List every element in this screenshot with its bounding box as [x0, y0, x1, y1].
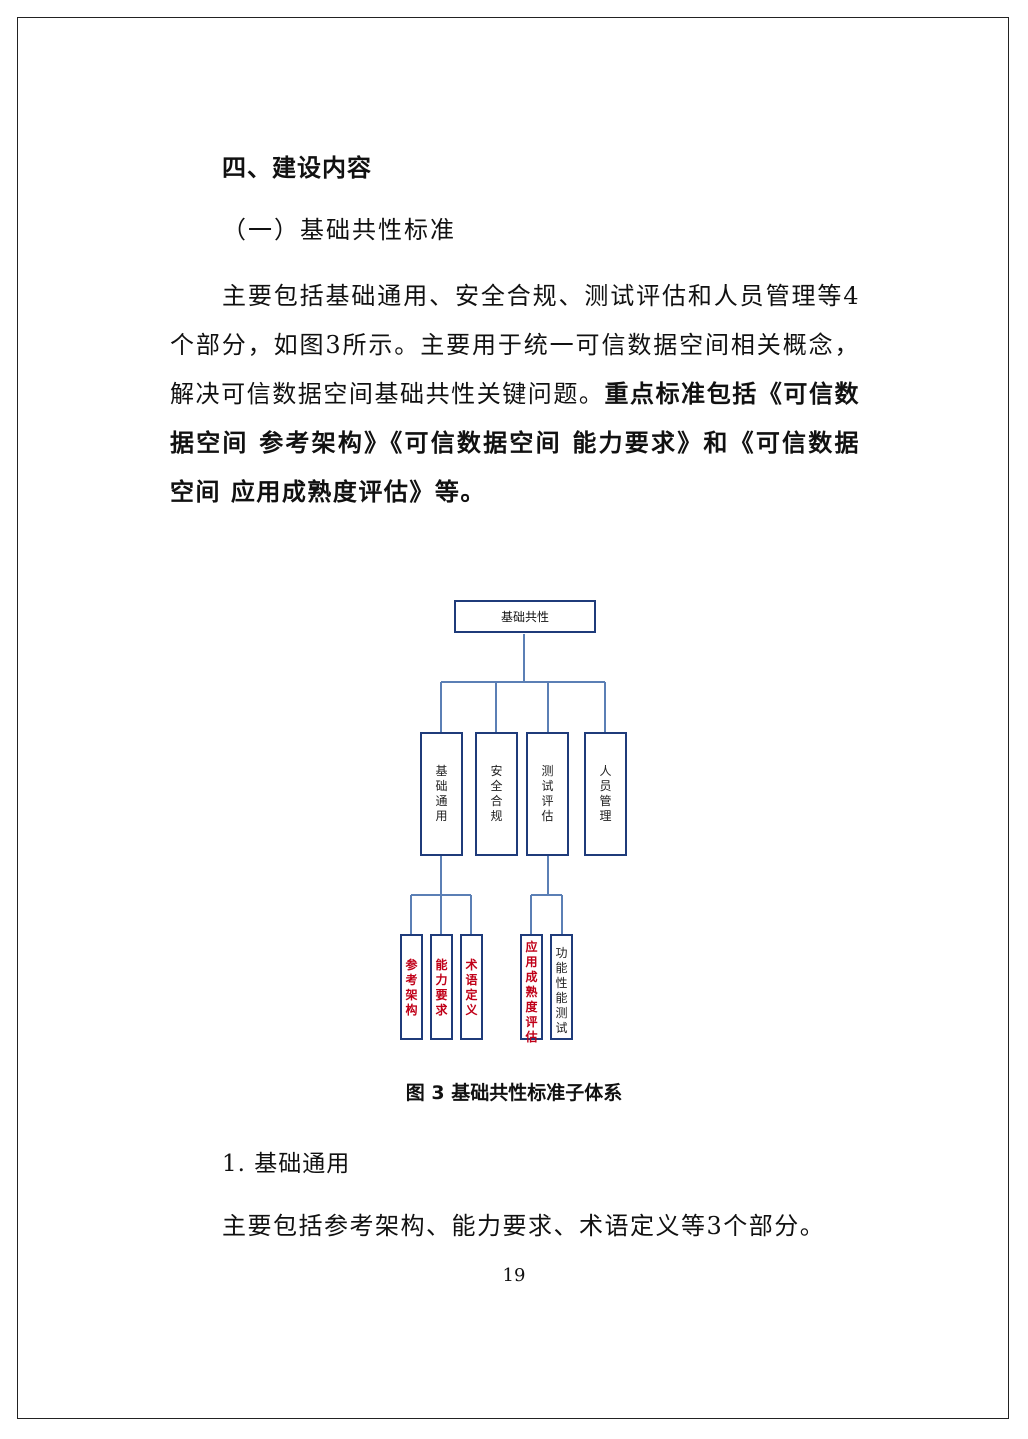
- diagram-box-yingyong-chengshudu: [520, 934, 543, 1040]
- diagram-box-shuyu-dingyi: [460, 934, 483, 1040]
- diagram-box-ceshi-pinggu: [526, 732, 569, 856]
- subsection-heading: （一）基础共性标准: [222, 216, 456, 244]
- diagram-root-box: [454, 600, 596, 633]
- diagram-label-ceshi-pinggu: 测试评估: [541, 764, 554, 823]
- diagram-box-anquan-heguiy: [475, 732, 518, 856]
- diagram-label-gongneng-xingneng: 功能性能测试: [555, 946, 568, 1035]
- page-border: [17, 17, 1009, 1419]
- paragraph-bold-text: 重点标准包括《可信数据空间 参考架构》《可信数据空间 能力要求》和《可信数据空间…: [170, 380, 861, 506]
- diagram-box-gongneng-xingneng: [550, 934, 573, 1040]
- diagram-label-renyuan-guanli: 人员管理: [599, 764, 612, 823]
- diagram-label-cankao-jiagou: 参考架构: [405, 958, 418, 1017]
- page-number: 19: [502, 1265, 526, 1286]
- section1-title: 1. 基础通用: [222, 1151, 351, 1177]
- diagram-box-jichu-tongyong: [420, 732, 463, 856]
- diagram-label-yingyong-chengshudu: 应用成熟度评估: [525, 940, 538, 1044]
- paragraph-normal-text: 主要包括基础通用、安全合规、测试评估和人员管理等4个部分，如图3所示。主要用于统…: [170, 282, 860, 408]
- diagram-label-jichu-tongyong: 基础通用: [435, 764, 448, 823]
- section1-body: 主要包括参考架构、能力要求、术语定义等3个部分。: [222, 1212, 826, 1240]
- figure-caption: 图 3 基础共性标准子体系: [405, 1082, 623, 1104]
- diagram-label-anquan-hegui: 安全合规: [490, 764, 503, 823]
- diagram-label-nengli-yaoqiu: 能力要求: [435, 958, 448, 1017]
- diagram-root-label: 基础共性: [500, 610, 549, 624]
- body-paragraph: 主要包括基础通用、安全合规、测试评估和人员管理等4个部分，如图3所示。主要用于统…: [170, 272, 860, 517]
- diagram-box-cankao-jiagou: [400, 934, 423, 1040]
- diagram-label-shuyu-dingyi: 术语定义: [465, 958, 478, 1017]
- diagram-box-nengli-yaoqiu: [430, 934, 453, 1040]
- diagram-box-renyuan-guanli: [584, 732, 627, 856]
- section-heading: 四、建设内容: [222, 154, 372, 182]
